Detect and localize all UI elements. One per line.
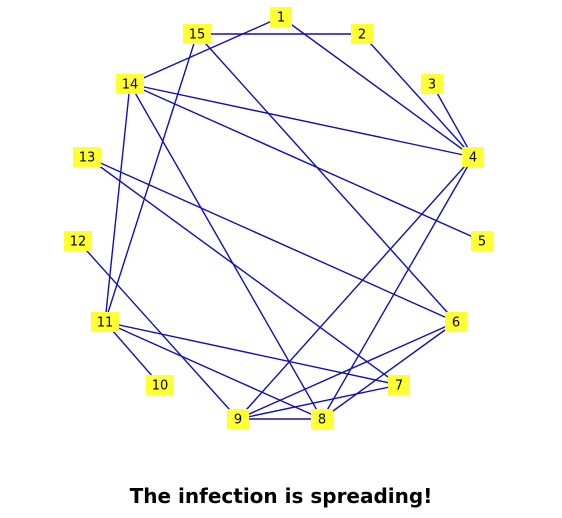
node-6: 6 (445, 312, 467, 332)
edge-7-9 (237, 384, 400, 420)
node-label: 11 (97, 316, 114, 331)
edge-15-6 (196, 33, 457, 323)
status-caption: The infection is spreading! (129, 484, 433, 508)
node-box (351, 24, 373, 44)
graph-edges (77, 16, 483, 420)
edge-12-9 (77, 240, 239, 420)
edge-2-4 (361, 33, 474, 158)
node-box (270, 7, 292, 27)
node-11: 11 (91, 312, 119, 332)
node-box (91, 312, 119, 332)
edge-14-5 (129, 83, 483, 242)
node-label: 1 (277, 11, 285, 26)
node-box (73, 147, 101, 167)
node-label: 9 (234, 413, 242, 428)
node-label: 12 (70, 235, 87, 250)
node-5: 5 (471, 231, 493, 251)
node-8: 8 (311, 409, 333, 429)
node-box (471, 231, 493, 251)
edge-11-10 (104, 321, 161, 386)
node-label: 13 (79, 151, 96, 166)
node-box (388, 375, 410, 395)
edge-4-9 (237, 156, 474, 420)
edge-14-8 (129, 83, 323, 420)
node-9: 9 (227, 409, 249, 429)
node-10: 10 (146, 375, 174, 395)
node-label: 6 (452, 316, 460, 331)
edge-1-14 (129, 16, 282, 85)
node-1: 1 (270, 7, 292, 27)
node-box (116, 74, 144, 94)
edge-15-11 (104, 33, 198, 323)
node-2: 2 (351, 24, 373, 44)
node-label: 10 (152, 379, 169, 394)
edge-4-8 (321, 156, 474, 420)
node-label: 15 (189, 28, 206, 43)
edge-6-8 (321, 321, 457, 420)
node-label: 3 (428, 78, 436, 93)
edge-11-8 (104, 321, 323, 420)
node-3: 3 (421, 74, 443, 94)
edge-6-9 (237, 321, 457, 420)
node-4: 4 (462, 147, 484, 167)
node-box (64, 231, 92, 251)
edge-13-7 (86, 156, 400, 386)
node-12: 12 (64, 231, 92, 251)
edge-14-11 (104, 83, 131, 323)
edge-13-6 (86, 156, 457, 323)
edge-3-4 (431, 83, 474, 158)
node-box (445, 312, 467, 332)
node-13: 13 (73, 147, 101, 167)
edge-11-7 (104, 321, 400, 386)
node-box (183, 24, 211, 44)
node-box (146, 375, 174, 395)
node-box (311, 409, 333, 429)
node-box (421, 74, 443, 94)
node-label: 14 (122, 78, 139, 93)
node-label: 7 (395, 379, 403, 394)
node-box (227, 409, 249, 429)
node-label: 5 (478, 235, 486, 250)
node-label: 4 (469, 151, 477, 166)
node-label: 8 (318, 413, 326, 428)
edge-14-4 (129, 83, 474, 158)
node-7: 7 (388, 375, 410, 395)
node-15: 15 (183, 24, 211, 44)
node-14: 14 (116, 74, 144, 94)
edge-1-4 (280, 16, 474, 158)
node-label: 2 (358, 28, 366, 43)
node-box (462, 147, 484, 167)
